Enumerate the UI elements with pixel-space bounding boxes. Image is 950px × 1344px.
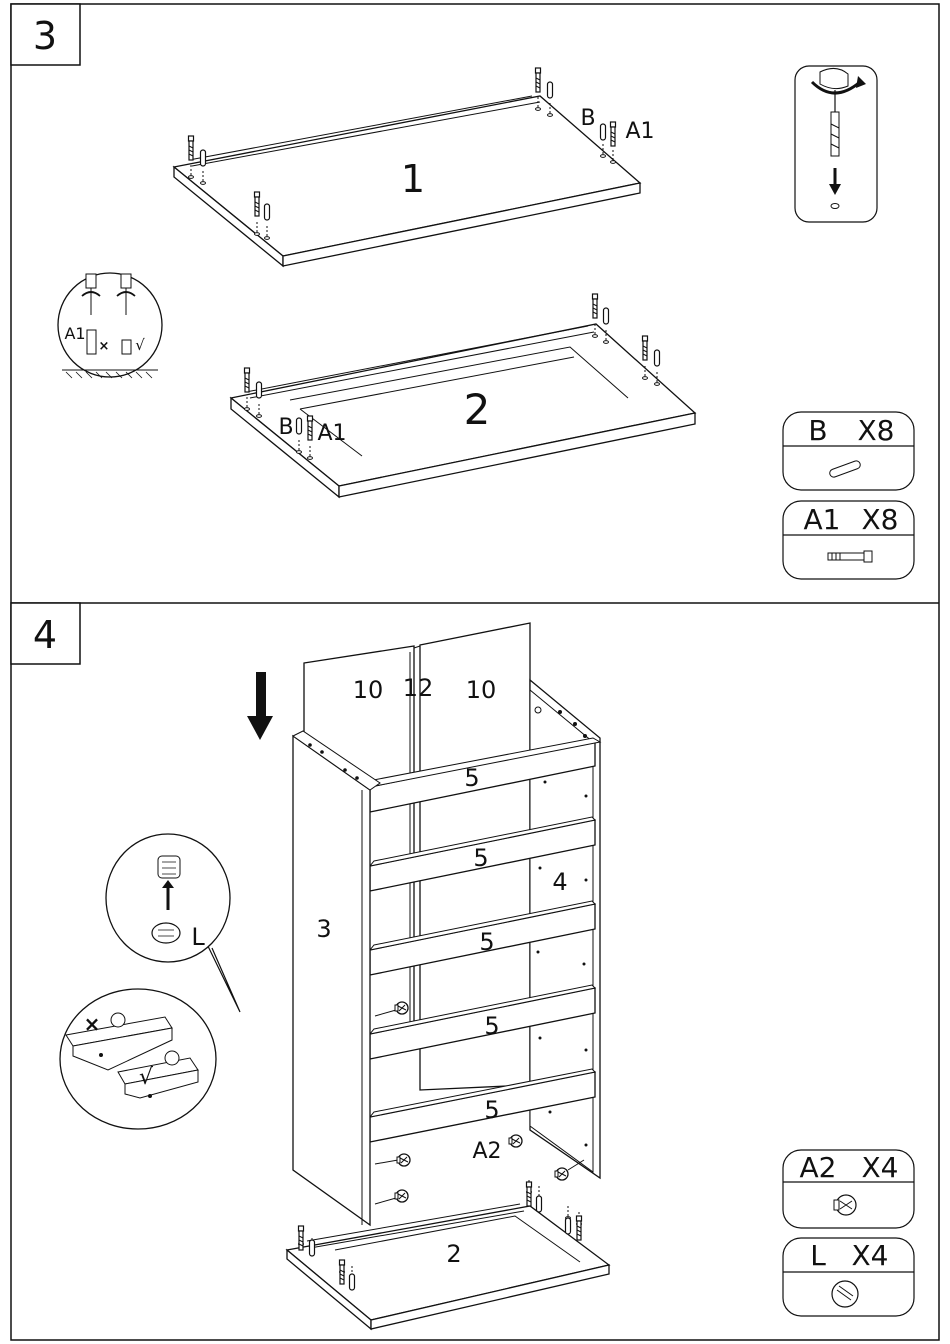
parts-box-b: B X8 bbox=[783, 412, 914, 490]
right-mark: √ bbox=[135, 336, 145, 354]
side-left-label: 3 bbox=[316, 915, 331, 943]
back-mid-label: 12 bbox=[403, 674, 434, 702]
shelf-label: 5 bbox=[484, 1096, 499, 1124]
side-right-label: 4 bbox=[552, 868, 567, 896]
shelf-label: 5 bbox=[479, 928, 494, 956]
panel-1: 1 B A1 bbox=[174, 68, 655, 266]
step-number: 3 bbox=[33, 14, 57, 58]
panel-label: 1 bbox=[401, 157, 425, 201]
cap-label: L bbox=[191, 923, 205, 951]
step-number: 4 bbox=[33, 613, 57, 657]
parts-box-a1: A1 X8 bbox=[783, 501, 914, 579]
bolt-depth-detail: A1 × √ bbox=[58, 273, 162, 378]
side-panel-left: 3 bbox=[293, 731, 380, 1225]
bolt-callout: A1 bbox=[317, 421, 346, 446]
part-code: A2 bbox=[800, 1151, 837, 1184]
bolt-callout: A1 bbox=[625, 119, 654, 144]
back-left-label: 10 bbox=[353, 676, 384, 704]
part-qty: X8 bbox=[862, 503, 899, 536]
cam-lock-callout: A2 bbox=[472, 1139, 501, 1164]
detail-bolt-label: A1 bbox=[64, 324, 85, 343]
parts-box-l: L X4 bbox=[783, 1238, 914, 1316]
bottom-panel: 2 bbox=[287, 1180, 609, 1329]
back-right-label: 10 bbox=[466, 676, 497, 704]
step-3: 3 1 B A1 bbox=[11, 4, 914, 579]
bottom-label: 2 bbox=[446, 1240, 461, 1268]
dowel-callout: B bbox=[580, 106, 595, 131]
part-qty: X4 bbox=[862, 1151, 899, 1184]
cam-lock-orientation-detail: × √ bbox=[60, 989, 216, 1129]
cam-bolt-icon bbox=[828, 551, 872, 562]
part-code: B bbox=[808, 414, 827, 447]
part-qty: X4 bbox=[852, 1239, 889, 1272]
screwdriver-insert-detail bbox=[795, 66, 877, 222]
shelf-label: 5 bbox=[484, 1012, 499, 1040]
cover-cap-detail: L bbox=[106, 834, 240, 1012]
parts-box-a2: A2 X4 bbox=[783, 1150, 914, 1228]
dowel-callout: B bbox=[278, 415, 293, 440]
cover-cap-icon bbox=[832, 1281, 858, 1307]
right-mark: √ bbox=[139, 1065, 154, 1090]
part-qty: X8 bbox=[858, 414, 895, 447]
wrong-mark: × bbox=[99, 339, 110, 354]
part-code: A1 bbox=[804, 503, 841, 536]
shelf-label: 5 bbox=[473, 844, 488, 872]
panel-2: 2 B A1 bbox=[231, 294, 695, 497]
cam-lock-icon bbox=[158, 856, 180, 878]
wrong-mark: × bbox=[84, 1012, 101, 1036]
part-code: L bbox=[810, 1239, 826, 1272]
step-4: 4 10 12 10 4 bbox=[11, 603, 914, 1329]
slide-down-arrow-icon bbox=[247, 672, 273, 740]
shelf-label: 5 bbox=[464, 764, 479, 792]
panel-label: 2 bbox=[464, 385, 491, 434]
